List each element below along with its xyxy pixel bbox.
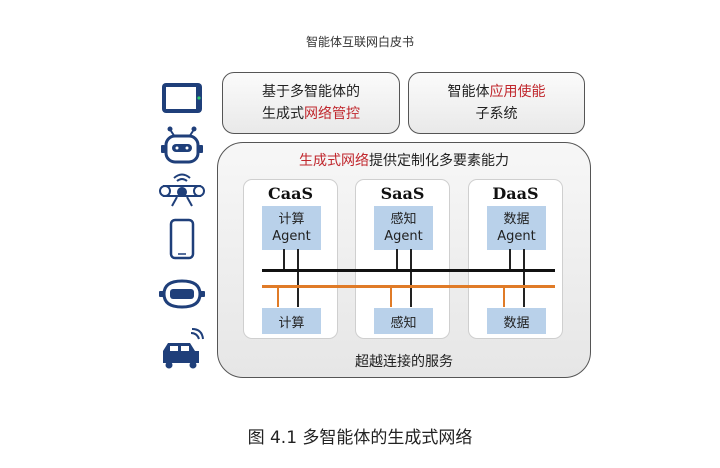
network-box-title: 生成式网络提供定制化多要素能力	[299, 153, 509, 169]
resource-connector	[410, 271, 412, 307]
resource-connector	[523, 271, 525, 307]
sensing-agent-box: 感知 Agent	[374, 206, 433, 250]
service-card-caas: CaaS 计算 Agent 计算	[243, 179, 338, 339]
agent-connector	[283, 249, 285, 270]
compute-agent-box: 计算 Agent	[262, 206, 321, 250]
data-agent-box: 数据 Agent	[487, 206, 546, 250]
agent-enablement-subsystem-box: 智能体应用使能 子系统	[408, 72, 585, 134]
phone-icon	[157, 217, 207, 261]
enablement-box-line1: 智能体应用使能	[447, 84, 546, 100]
control-box-line2: 生成式网络管控	[262, 106, 360, 122]
robot-icon	[157, 121, 207, 165]
connected-car-icon	[157, 327, 207, 371]
agent-connector	[396, 249, 398, 270]
resource-link	[503, 287, 505, 307]
control-box-highlight: 网络管控	[304, 106, 360, 122]
service-name: DaaS	[492, 184, 539, 203]
resource-link	[390, 287, 392, 307]
compute-resource-box: 计算	[262, 308, 321, 334]
network-box-footer: 超越连接的服务	[355, 354, 453, 370]
resource-link	[277, 287, 279, 307]
service-card-daas: DaaS 数据 Agent 数据	[468, 179, 563, 339]
vr-headset-icon	[157, 272, 207, 316]
figure-caption: 图 4.1 多智能体的生成式网络	[247, 428, 473, 448]
tablet-icon	[157, 76, 207, 120]
agent-bus-line	[262, 269, 555, 272]
generative-network-control-box: 基于多智能体的 生成式网络管控	[222, 72, 400, 134]
data-resource-box: 数据	[487, 308, 546, 334]
control-box-line1: 基于多智能体的	[262, 84, 360, 100]
service-name: CaaS	[267, 184, 314, 203]
enablement-box-line2: 子系统	[475, 106, 518, 122]
generative-network-box: 生成式网络提供定制化多要素能力 CaaS 计算 Agent 计算 SaaS 感知…	[217, 142, 591, 378]
service-name: SaaS	[380, 184, 425, 203]
resource-connector	[297, 271, 299, 307]
enablement-box-highlight: 应用使能	[489, 84, 546, 100]
agent-connector	[297, 249, 299, 270]
page-header-title: 智能体互联网白皮书	[305, 35, 414, 49]
service-card-saas: SaaS 感知 Agent 感知	[355, 179, 450, 339]
drone-icon	[157, 168, 207, 212]
sensing-resource-box: 感知	[374, 308, 433, 334]
resource-bus-line	[262, 285, 555, 288]
agent-connector	[509, 249, 511, 270]
agent-connector	[410, 249, 412, 270]
agent-connector	[523, 249, 525, 270]
